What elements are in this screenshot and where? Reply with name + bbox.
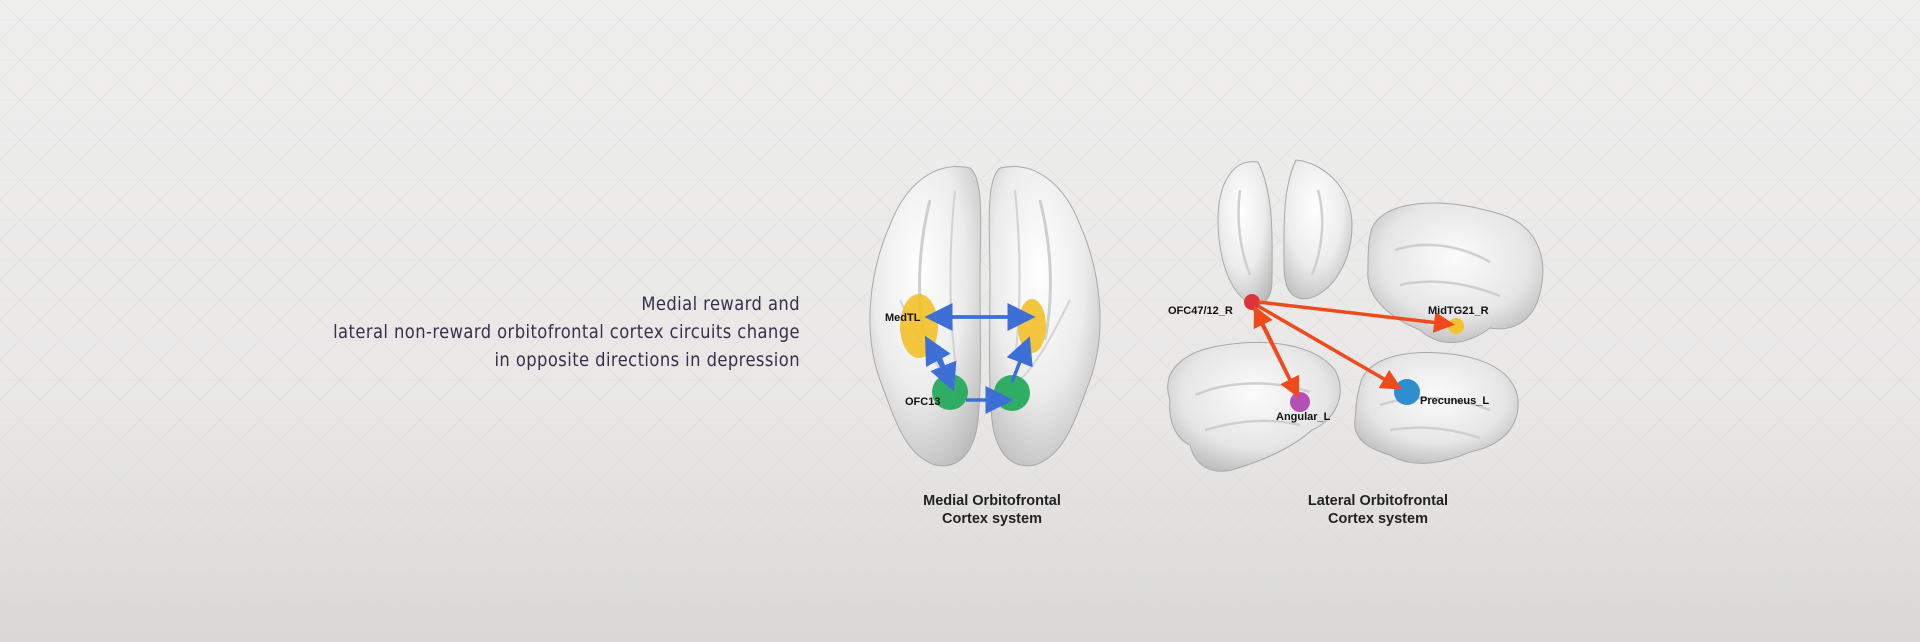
midtg-label: MidTG21_R — [1428, 305, 1489, 317]
lateral-brain-left-hemisphere — [1167, 341, 1341, 472]
headline: Medial reward and lateral non-reward orb… — [267, 290, 800, 374]
medial-caption-line-2: Cortex system — [942, 511, 1042, 527]
lateral-caption: Lateral Orbitofrontal Cortex system — [1278, 492, 1478, 528]
angular-region — [1290, 392, 1310, 412]
headline-line-2: lateral non-reward orbitofrontal cortex … — [333, 321, 800, 343]
midtg-region — [1448, 318, 1464, 334]
angular-label: Angular_L — [1276, 411, 1331, 423]
ofc13-label: OFC13 — [905, 396, 940, 408]
lateral-caption-line-2: Cortex system — [1328, 511, 1428, 527]
lateral-brain-medial-surface — [1354, 352, 1519, 464]
lateral-brain-ventral-view — [1217, 159, 1353, 306]
lateral-brain-right-hemisphere — [1367, 202, 1544, 343]
precuneus-region — [1394, 379, 1420, 405]
precuneus-label: Precuneus_L — [1420, 395, 1489, 407]
medial-caption: Medial Orbitofrontal Cortex system — [892, 492, 1092, 528]
medial-connections — [924, 303, 1036, 414]
lateral-caption-line-1: Lateral Orbitofrontal — [1307, 493, 1449, 509]
medtl-region-right — [1018, 299, 1046, 353]
headline-line-1: Medial reward and — [641, 293, 800, 315]
lateral-connections — [1252, 300, 1455, 399]
medtl-label: MedTL — [885, 312, 921, 324]
ofc47-label: OFC47/12_R — [1168, 305, 1233, 317]
headline-line-3: in opposite directions in depression — [494, 349, 800, 371]
medial-caption-line-1: Medial Orbitofrontal — [923, 493, 1061, 509]
